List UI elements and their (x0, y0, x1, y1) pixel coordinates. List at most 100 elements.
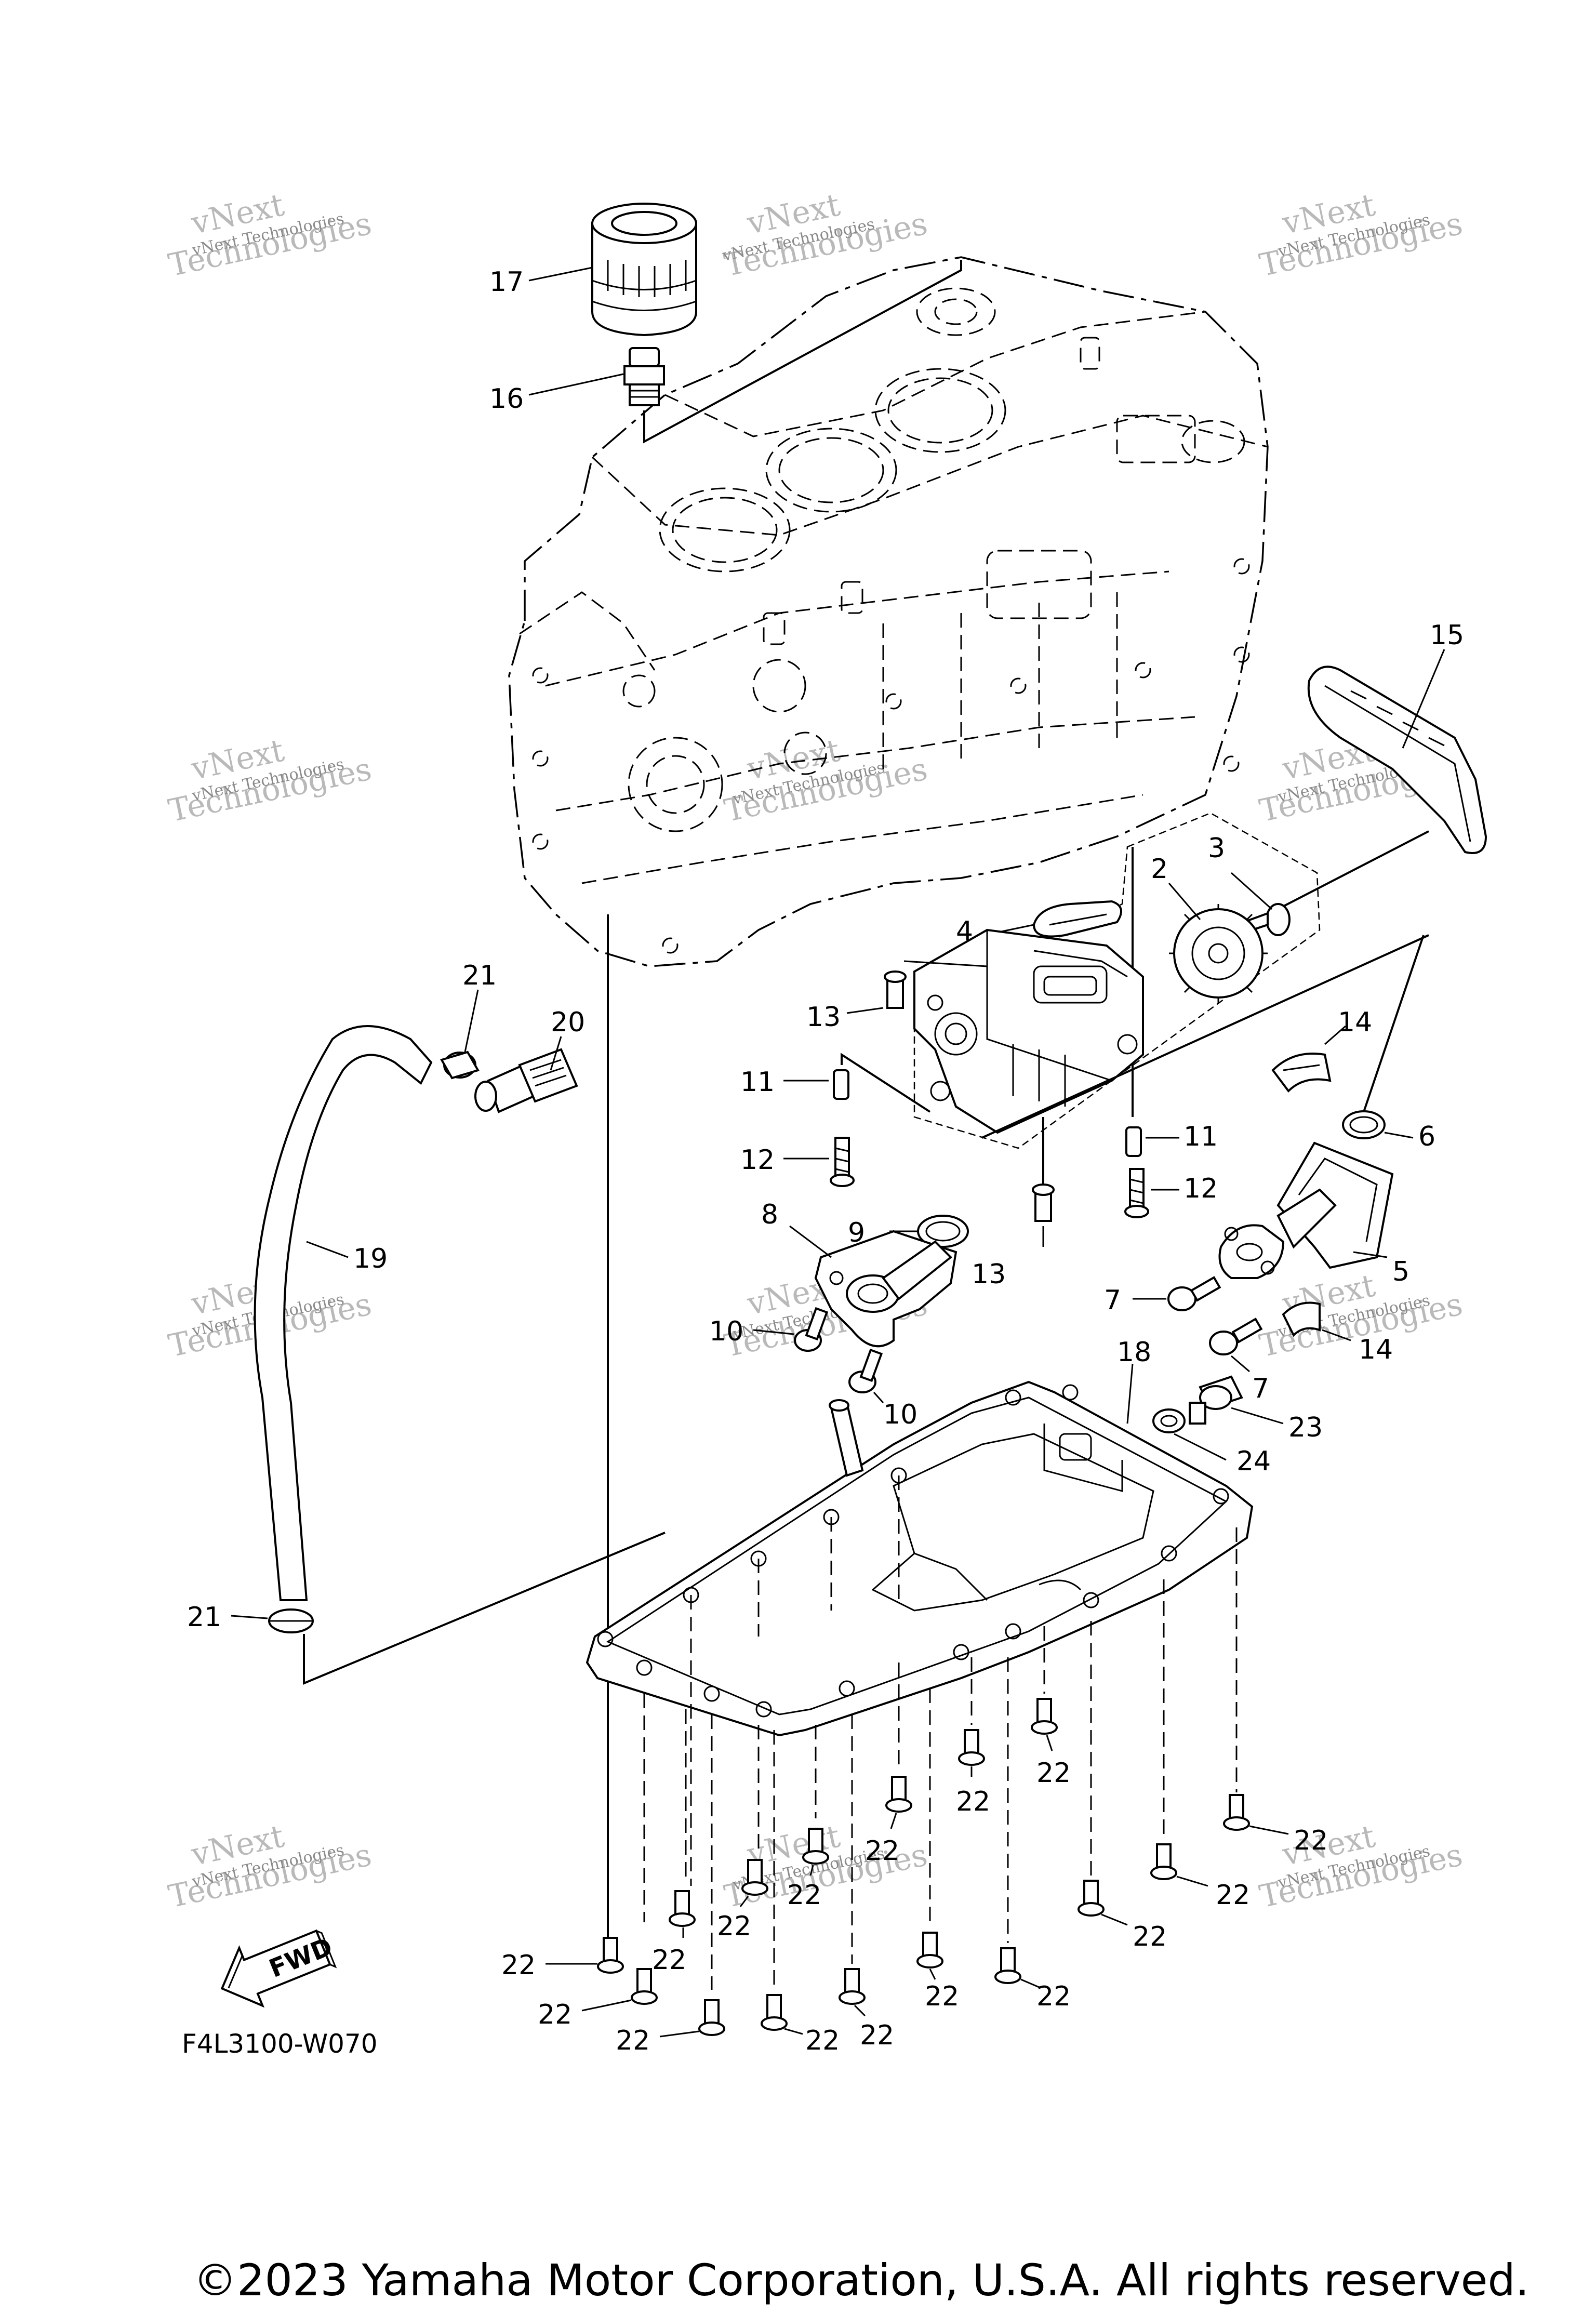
callout-15: 15 (1430, 620, 1464, 651)
callout-20: 20 (551, 1007, 585, 1038)
hose-clamp-upper[interactable] (440, 1050, 480, 1080)
fwd-arrow-icon: FWD (220, 1929, 337, 2008)
callout-22-a: 22 (501, 1950, 536, 1981)
callout-5: 5 (1392, 1256, 1409, 1287)
pump-bolt-left[interactable] (830, 1137, 855, 1187)
callout-22-b: 22 (538, 1999, 572, 2030)
pan-bolt[interactable] (916, 1932, 943, 1969)
oil-pump-assembly[interactable] (913, 928, 1144, 1134)
pan-bolt[interactable] (1223, 1794, 1250, 1831)
oil-pump-sprocket[interactable] (1169, 904, 1268, 1003)
pan-bolt[interactable] (802, 1828, 829, 1865)
callout-10-b: 10 (883, 1399, 917, 1430)
breather-fitting[interactable] (474, 1048, 578, 1113)
pan-bolt[interactable] (1031, 1698, 1058, 1735)
pipe-bolt-upper[interactable] (794, 1307, 829, 1352)
dowel-pin-right[interactable] (1125, 1126, 1142, 1157)
oil-pump-chain[interactable] (1307, 666, 1487, 854)
callout-13-b: 13 (972, 1259, 1006, 1290)
callout-17: 17 (489, 267, 524, 298)
callout-6: 6 (1418, 1121, 1435, 1152)
callout-2: 2 (1151, 854, 1168, 885)
pan-bolt[interactable] (761, 1994, 788, 2031)
oil-filter[interactable] (591, 203, 697, 337)
callout-22-l: 22 (1036, 1981, 1071, 2012)
callout-14: 14 (1338, 1007, 1372, 1038)
breather-hose[interactable] (254, 1025, 433, 1601)
oil-pump-gasket[interactable] (1032, 900, 1122, 938)
chain-guide-lower[interactable] (1282, 1301, 1321, 1337)
strainer-bolt-lower[interactable] (1209, 1318, 1263, 1355)
pan-bolt[interactable] (741, 1859, 768, 1896)
watermark: vNext Technologies vNext Technologies (721, 187, 930, 284)
drain-bolt[interactable] (1189, 1375, 1243, 1425)
callout-7-b: 7 (1252, 1373, 1269, 1404)
callout-22-f: 22 (805, 2025, 840, 2056)
callout-21: 21 (462, 960, 497, 991)
strainer-bolt-upper[interactable] (1167, 1276, 1221, 1311)
callout-22-n: 22 (1133, 1921, 1167, 1952)
watermark: vNext Technologies vNext Technologies (165, 1818, 375, 1915)
pan-bolt[interactable] (1078, 1880, 1105, 1917)
callout-8: 8 (761, 1199, 778, 1230)
watermark: vNext Technologies vNext Technologies (165, 732, 375, 829)
pan-bolt[interactable] (698, 1999, 725, 2036)
pump-bolt-bottom[interactable] (1032, 1183, 1055, 1222)
crankcase-block (508, 256, 1269, 967)
callout-16: 16 (489, 383, 524, 415)
pan-bolt[interactable] (885, 1776, 912, 1813)
pan-bolt[interactable] (631, 1968, 658, 2005)
filter-fitting[interactable] (623, 347, 665, 406)
callout-22-g: 22 (787, 1880, 821, 1911)
callout-22-h: 22 (860, 2020, 894, 2051)
copyright-notice: ©2023 Yamaha Motor Corporation, U.S.A. A… (193, 2255, 1530, 2306)
pan-bolt[interactable] (958, 1729, 985, 1766)
callout-22-c: 22 (652, 1945, 686, 1976)
callout-10: 10 (709, 1316, 743, 1347)
drawing-code: F4L3100-W070 (182, 2029, 378, 2059)
callout-3: 3 (1208, 833, 1225, 864)
drain-gasket[interactable] (1152, 1408, 1186, 1433)
callout-11-b: 11 (1183, 1121, 1218, 1152)
o-ring-6[interactable] (1342, 1110, 1386, 1139)
callout-12-b: 12 (1183, 1173, 1218, 1204)
callout-24: 24 (1236, 1446, 1271, 1477)
oil-strainer[interactable] (1218, 1141, 1394, 1279)
watermark: vNext Technologies vNext Technologies (1256, 187, 1466, 284)
callout-12: 12 (740, 1145, 775, 1176)
watermark: vNext Technologies vNext Technologies (1256, 1267, 1466, 1364)
hose-clamp-lower[interactable] (268, 1608, 314, 1633)
callout-22-i: 22 (865, 1836, 899, 1867)
callout-22-m: 22 (1036, 1758, 1071, 1789)
callout-22-p: 22 (1294, 1825, 1328, 1856)
pump-bolt-top[interactable] (884, 970, 907, 1009)
oil-pipe-8[interactable] (814, 1230, 957, 1348)
pan-bolt[interactable] (597, 1937, 624, 1974)
callout-19: 19 (353, 1243, 388, 1274)
watermark: vNext Technologies vNext Technologies (165, 187, 375, 284)
callout-22-e: 22 (717, 1911, 751, 1942)
callout-14-b: 14 (1359, 1334, 1393, 1365)
pipe-bolt-lower[interactable] (848, 1348, 883, 1393)
callout-22-d: 22 (616, 2025, 650, 2056)
callout-22-j: 22 (925, 1981, 959, 2012)
pan-bolt[interactable] (839, 1968, 866, 2005)
pan-bolt[interactable] (994, 1947, 1021, 1984)
callout-11: 11 (740, 1067, 775, 1098)
chain-guide-upper[interactable] (1271, 1053, 1332, 1093)
watermark: vNext Technologies vNext Technologies (721, 732, 930, 829)
pump-bolt-right[interactable] (1124, 1168, 1149, 1218)
oil-pan[interactable] (586, 1380, 1254, 1737)
callout-7: 7 (1104, 1285, 1121, 1316)
callout-23: 23 (1288, 1412, 1323, 1443)
dowel-pin-left[interactable] (833, 1069, 849, 1100)
pan-bolt-leaders (643, 1475, 1238, 1990)
callout-21-b: 21 (187, 1602, 221, 1633)
pan-bolt[interactable] (669, 1890, 696, 1927)
pan-bolt[interactable] (1150, 1843, 1177, 1880)
watermark: vNext Technologies vNext Technologies (1256, 1818, 1466, 1915)
callout-18: 18 (1117, 1337, 1151, 1368)
callout-22-o: 22 (1216, 1880, 1250, 1911)
callout-13: 13 (806, 1002, 841, 1033)
